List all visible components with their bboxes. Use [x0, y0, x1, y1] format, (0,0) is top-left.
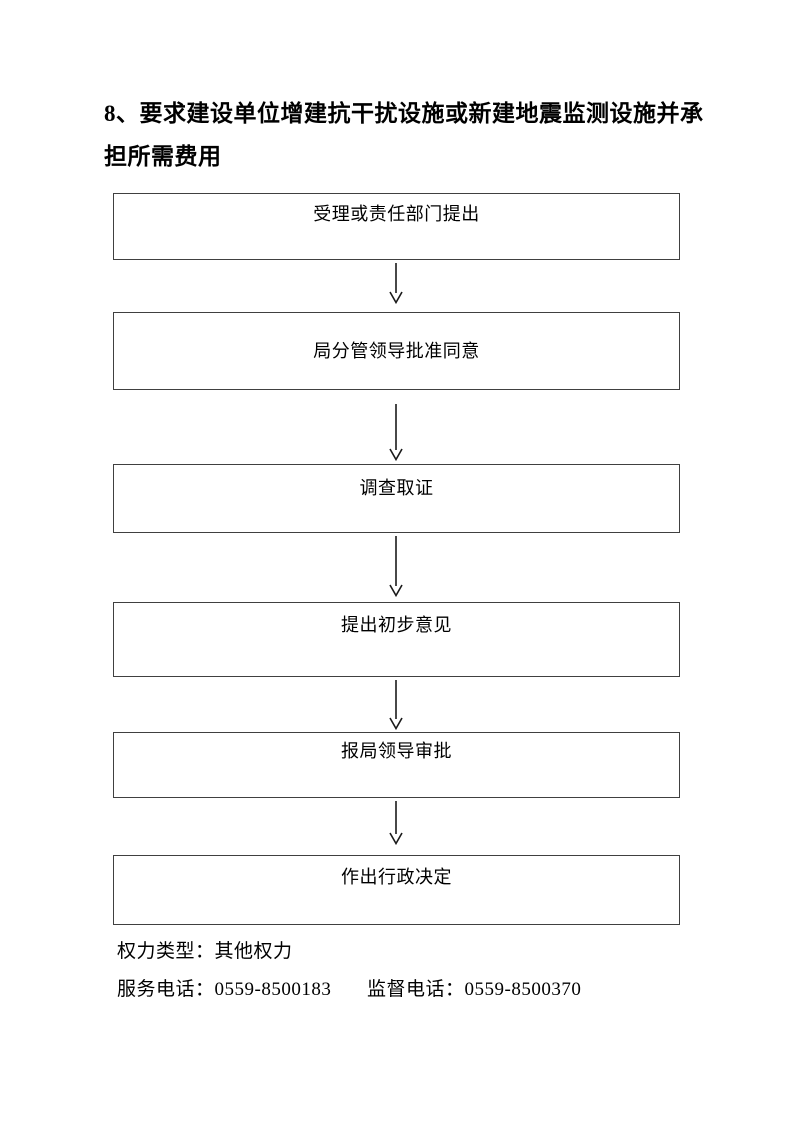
service-phone: 服务电话：0559-8500183: [117, 979, 332, 1000]
down-arrow-icon: [389, 263, 403, 304]
flow-step-label: 作出行政决定: [341, 867, 452, 887]
flow-step-label: 局分管领导批准同意: [313, 341, 480, 361]
page-title: 8、要求建设单位增建抗干扰设施或新建地震监测设施并承 担所需费用: [104, 92, 704, 178]
page-title-line-1: 8、要求建设单位增建抗干扰设施或新建地震监测设施并承: [104, 101, 704, 126]
flow-step-label: 提出初步意见: [341, 615, 452, 635]
flow-step-box: 受理或责任部门提出: [113, 193, 680, 260]
flow-step-box: 作出行政决定: [113, 855, 680, 925]
down-arrow-icon: [389, 680, 403, 730]
down-arrow-icon: [389, 536, 403, 597]
down-arrow-icon: [389, 801, 403, 845]
supervision-phone: 监督电话：0559-8500370: [367, 979, 582, 1000]
page-title-line-2: 担所需费用: [104, 144, 222, 169]
flow-step-box: 调查取证: [113, 464, 680, 533]
power-type-line: 权力类型：其他权力: [117, 941, 293, 962]
flow-step-label: 受理或责任部门提出: [313, 204, 480, 224]
flow-step-box: 报局领导审批: [113, 732, 680, 798]
down-arrow-icon: [389, 404, 403, 461]
flow-step-label: 调查取证: [359, 478, 434, 498]
flow-step-box: 提出初步意见: [113, 602, 680, 677]
flow-step-box: 局分管领导批准同意: [113, 312, 680, 390]
flow-step-label: 报局领导审批: [341, 741, 452, 761]
